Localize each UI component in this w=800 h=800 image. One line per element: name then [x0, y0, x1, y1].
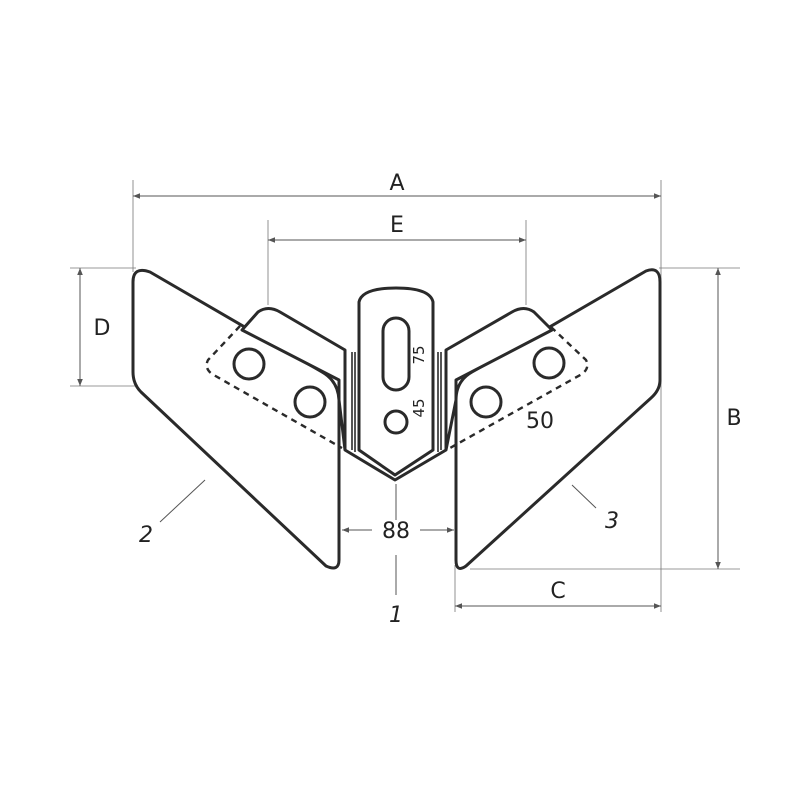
- left-dash-outline: [205, 325, 343, 450]
- labels: A E D B C 88 50 75 45 1 2 3: [94, 171, 742, 628]
- central-body: [240, 286, 554, 595]
- center-hole: [383, 409, 409, 435]
- label-c: C: [550, 579, 565, 604]
- right-hole-lower: [469, 385, 503, 419]
- right-dash-outline: [449, 326, 589, 450]
- label-b: B: [726, 406, 741, 431]
- callout-part-2: 2: [139, 523, 153, 548]
- center-slot: [381, 316, 411, 392]
- label-d: D: [94, 316, 111, 341]
- callout-leaders: [159, 479, 597, 523]
- callout-part-3: 3: [605, 509, 619, 534]
- label-a: A: [389, 171, 404, 196]
- right-wing: [454, 268, 662, 570]
- label-hole-spacing: 50: [526, 409, 554, 434]
- left-hole-upper: [232, 347, 266, 381]
- extension-lines: [70, 180, 740, 612]
- callout-part-1: 1: [389, 603, 403, 628]
- label-e: E: [390, 213, 404, 238]
- label-gap: 88: [382, 519, 410, 544]
- left-wing: [131, 268, 341, 570]
- mounting-outline: [205, 325, 589, 450]
- label-hole-offset: 45: [410, 398, 428, 417]
- bolt-holes: [232, 346, 566, 419]
- right-hole-upper: [532, 346, 566, 380]
- left-hole-lower: [293, 385, 327, 419]
- label-slot-length: 75: [410, 345, 428, 364]
